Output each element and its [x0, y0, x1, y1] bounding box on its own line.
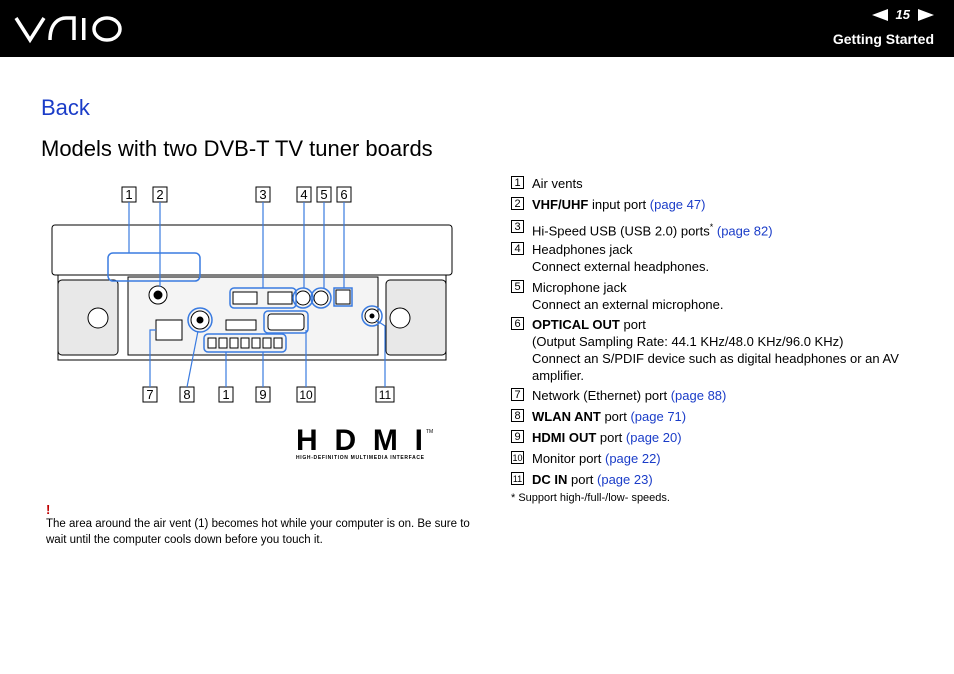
- page-link[interactable]: (page 23): [597, 472, 653, 487]
- item-number: 10: [511, 451, 524, 464]
- page-link[interactable]: (page 71): [630, 409, 687, 424]
- callout-box: 1: [218, 386, 234, 403]
- callout-label: 6: [340, 187, 347, 202]
- item-number: 7: [511, 388, 524, 401]
- page-link[interactable]: (page 88): [670, 388, 727, 403]
- next-page-arrow-icon[interactable]: [918, 8, 934, 21]
- item-number: 9: [511, 430, 524, 443]
- caution-text: The area around the air vent (1) becomes…: [46, 518, 470, 546]
- item-text: port: [619, 317, 646, 332]
- page-title: Models with two DVB-T TV tuner boards: [41, 136, 433, 161]
- callout-label: 3: [259, 187, 266, 202]
- callout-box: 9: [255, 386, 271, 403]
- callout-label: 8: [183, 387, 190, 402]
- caution-icon: !: [46, 502, 51, 517]
- page-number: 15: [895, 7, 910, 22]
- page-link[interactable]: (page 20): [625, 430, 682, 445]
- item-bold: OPTICAL OUT: [532, 317, 620, 332]
- page-link[interactable]: (page 82): [716, 223, 773, 239]
- callout-box: 1: [121, 186, 137, 203]
- page-navigation: 15: [871, 7, 934, 22]
- item-number: 8: [511, 409, 524, 422]
- item-text: Microphone jack: [532, 280, 627, 295]
- item-text: port: [567, 472, 598, 487]
- callout-label: 5: [320, 187, 327, 202]
- hdmi-trademark: TM: [426, 429, 433, 435]
- item-bold: VHF/UHF: [532, 197, 589, 212]
- page-link[interactable]: (page 22): [604, 451, 661, 466]
- callout-label: 4: [300, 187, 307, 202]
- callout-box: 11: [375, 386, 395, 403]
- caution-note: ! The area around the air vent (1) becom…: [46, 503, 476, 548]
- item-sub: Connect an S/PDIF device such as digital…: [532, 351, 899, 383]
- item-text: port: [600, 409, 631, 424]
- item-bold: WLAN ANT: [532, 409, 601, 424]
- item-sub: Connect external headphones.: [532, 259, 710, 274]
- callout-box: 4: [296, 186, 312, 203]
- item-number: 2: [511, 197, 524, 210]
- item-text: Monitor port: [532, 451, 605, 466]
- previous-page-arrow-icon[interactable]: [871, 8, 888, 21]
- item-number: 1: [511, 176, 524, 189]
- callout-label: 2: [156, 187, 163, 202]
- item-number: 4: [511, 242, 524, 255]
- item-number: 6: [511, 317, 524, 330]
- vaio-logo: [14, 16, 122, 44]
- hdmi-logo-text: HDMI: [296, 425, 424, 457]
- item-text: Air vents: [532, 176, 583, 191]
- header-bar: 15 Getting Started: [0, 0, 954, 57]
- section-title: Getting Started: [832, 31, 934, 47]
- item-number: 11: [511, 472, 524, 485]
- callout-box: 6: [336, 186, 352, 203]
- item-text: port: [596, 430, 626, 445]
- callout-box: 7: [142, 386, 158, 403]
- footnote-mark: *: [709, 222, 714, 232]
- item-text: Headphones jack: [532, 242, 633, 257]
- item-sub: Connect an external microphone.: [532, 297, 724, 312]
- hdmi-logo: HDMI TM HIGH-DEFINITION MULTIMEDIA INTER…: [296, 425, 433, 461]
- item-number: 3: [511, 220, 524, 233]
- callout-label: 11: [379, 388, 392, 402]
- item-text: Hi-Speed USB (USB 2.0) ports: [532, 223, 710, 239]
- callout-box: 10: [296, 386, 316, 403]
- hdmi-tagline: HIGH-DEFINITION MULTIMEDIA INTERFACE: [296, 455, 425, 461]
- item-text: Network (Ethernet) port: [532, 388, 671, 403]
- callout-box: 5: [316, 186, 332, 203]
- back-panel-diagram: 1 2 3 4 5 6 7 8 1 9 10 11: [51, 186, 453, 403]
- callout-label: 1: [222, 387, 229, 402]
- callout-box: 8: [179, 386, 195, 403]
- item-sub: (Output Sampling Rate: 44.1 KHz/48.0 KHz…: [532, 334, 844, 349]
- callout-label: 9: [259, 387, 266, 402]
- callout-label: 1: [125, 187, 132, 202]
- item-bold: DC IN: [532, 472, 568, 487]
- item-number: 5: [511, 280, 524, 293]
- callout-label: 10: [299, 388, 313, 402]
- item-text: input port: [588, 197, 650, 212]
- callout-box: 3: [255, 186, 271, 203]
- item-bold: HDMI OUT: [532, 430, 597, 445]
- back-link[interactable]: Back: [41, 95, 90, 120]
- page-link[interactable]: (page 47): [649, 197, 706, 212]
- callout-box: 2: [152, 186, 168, 203]
- footnote: * Support high-/full-/low- speeds.: [511, 492, 670, 504]
- callout-label: 7: [146, 387, 153, 402]
